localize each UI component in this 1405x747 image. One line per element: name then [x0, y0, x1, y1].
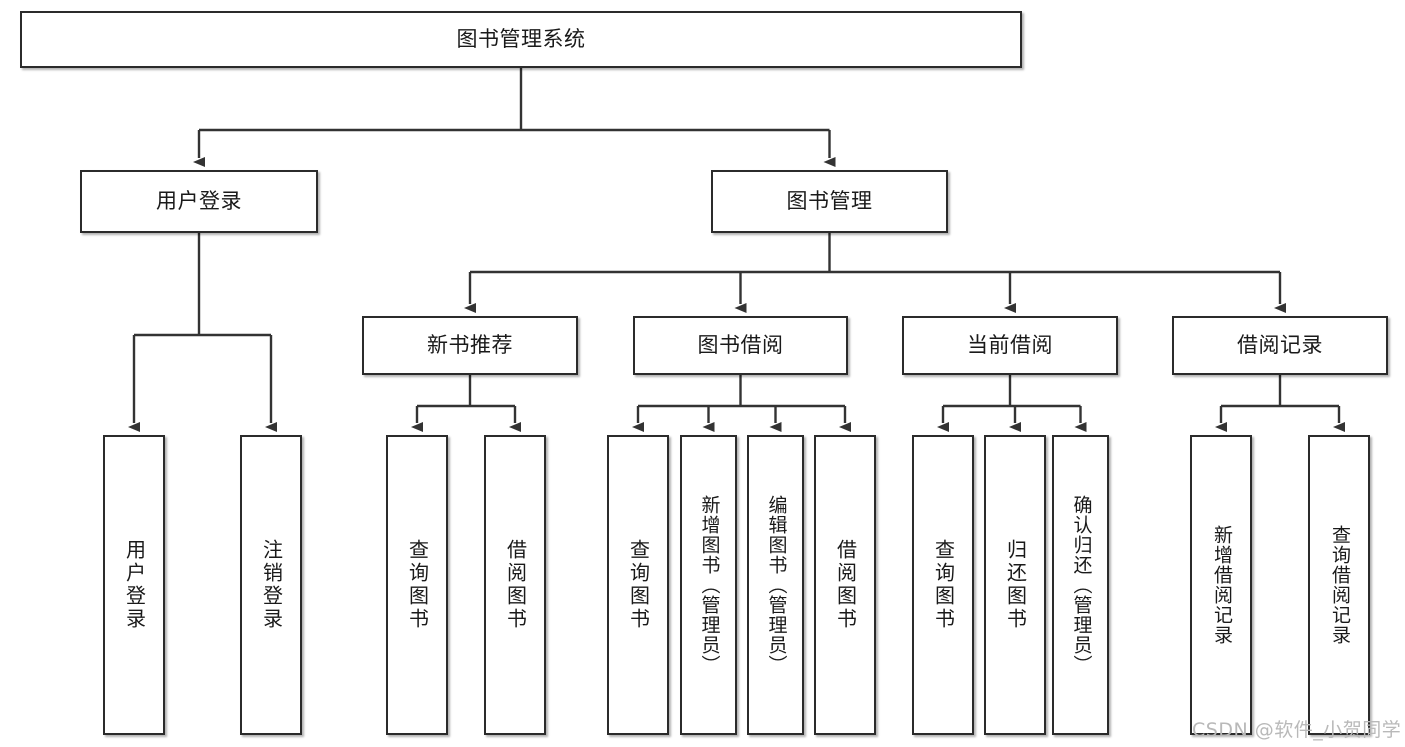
node-label: 查询借阅记录: [1328, 525, 1351, 645]
node-label: 当前借阅: [967, 333, 1053, 358]
node-user-login[interactable]: 用户登录: [80, 170, 318, 233]
node-leaf-borrow-book-2[interactable]: 借阅图书: [814, 435, 876, 735]
node-label: 新书推荐: [427, 333, 513, 358]
node-label: 新增借阅记录: [1210, 525, 1233, 645]
node-new-book-rec[interactable]: 新书推荐: [362, 316, 578, 375]
node-label: 查询图书: [405, 539, 430, 631]
edge-group: [128, 68, 1345, 432]
node-book-mgmt[interactable]: 图书管理: [711, 170, 948, 233]
node-leaf-query-book-3[interactable]: 查询图书: [912, 435, 974, 735]
node-book-borrow[interactable]: 图书借阅: [633, 316, 848, 375]
node-leaf-add-book[interactable]: 新增图书（管理员）: [680, 435, 737, 735]
node-label: 借阅图书: [503, 539, 528, 631]
node-label: 注销登录: [259, 539, 284, 631]
node-label: 用户登录: [156, 189, 242, 214]
node-label: 查询图书: [931, 539, 956, 631]
node-leaf-return-book[interactable]: 归还图书: [984, 435, 1046, 735]
node-label: 编辑图书（管理员）: [765, 495, 788, 675]
node-leaf-user-logout[interactable]: 注销登录: [240, 435, 302, 735]
node-leaf-query-book-1[interactable]: 查询图书: [386, 435, 448, 735]
node-leaf-query-book-2[interactable]: 查询图书: [607, 435, 669, 735]
node-label: 图书管理系统: [456, 27, 586, 52]
node-leaf-edit-book[interactable]: 编辑图书（管理员）: [747, 435, 804, 735]
node-leaf-add-record[interactable]: 新增借阅记录: [1190, 435, 1252, 735]
node-borrow-record[interactable]: 借阅记录: [1172, 316, 1388, 375]
node-leaf-query-record[interactable]: 查询借阅记录: [1308, 435, 1370, 735]
node-label: 借阅记录: [1237, 333, 1323, 358]
node-leaf-borrow-book-1[interactable]: 借阅图书: [484, 435, 546, 735]
node-current-borrow[interactable]: 当前借阅: [902, 316, 1118, 375]
node-root[interactable]: 图书管理系统: [20, 11, 1022, 68]
node-label: 用户登录: [122, 539, 147, 631]
node-label: 归还图书: [1003, 539, 1028, 631]
node-label: 查询图书: [626, 539, 651, 631]
node-leaf-user-login[interactable]: 用户登录: [103, 435, 165, 735]
node-label: 新增图书（管理员）: [698, 495, 721, 675]
node-label: 图书管理: [786, 189, 873, 214]
node-label: 借阅图书: [833, 539, 858, 631]
node-label: 图书借阅: [697, 333, 784, 358]
node-label: 确认归还（管理员）: [1070, 495, 1093, 675]
node-leaf-confirm-return[interactable]: 确认归还（管理员）: [1052, 435, 1109, 735]
